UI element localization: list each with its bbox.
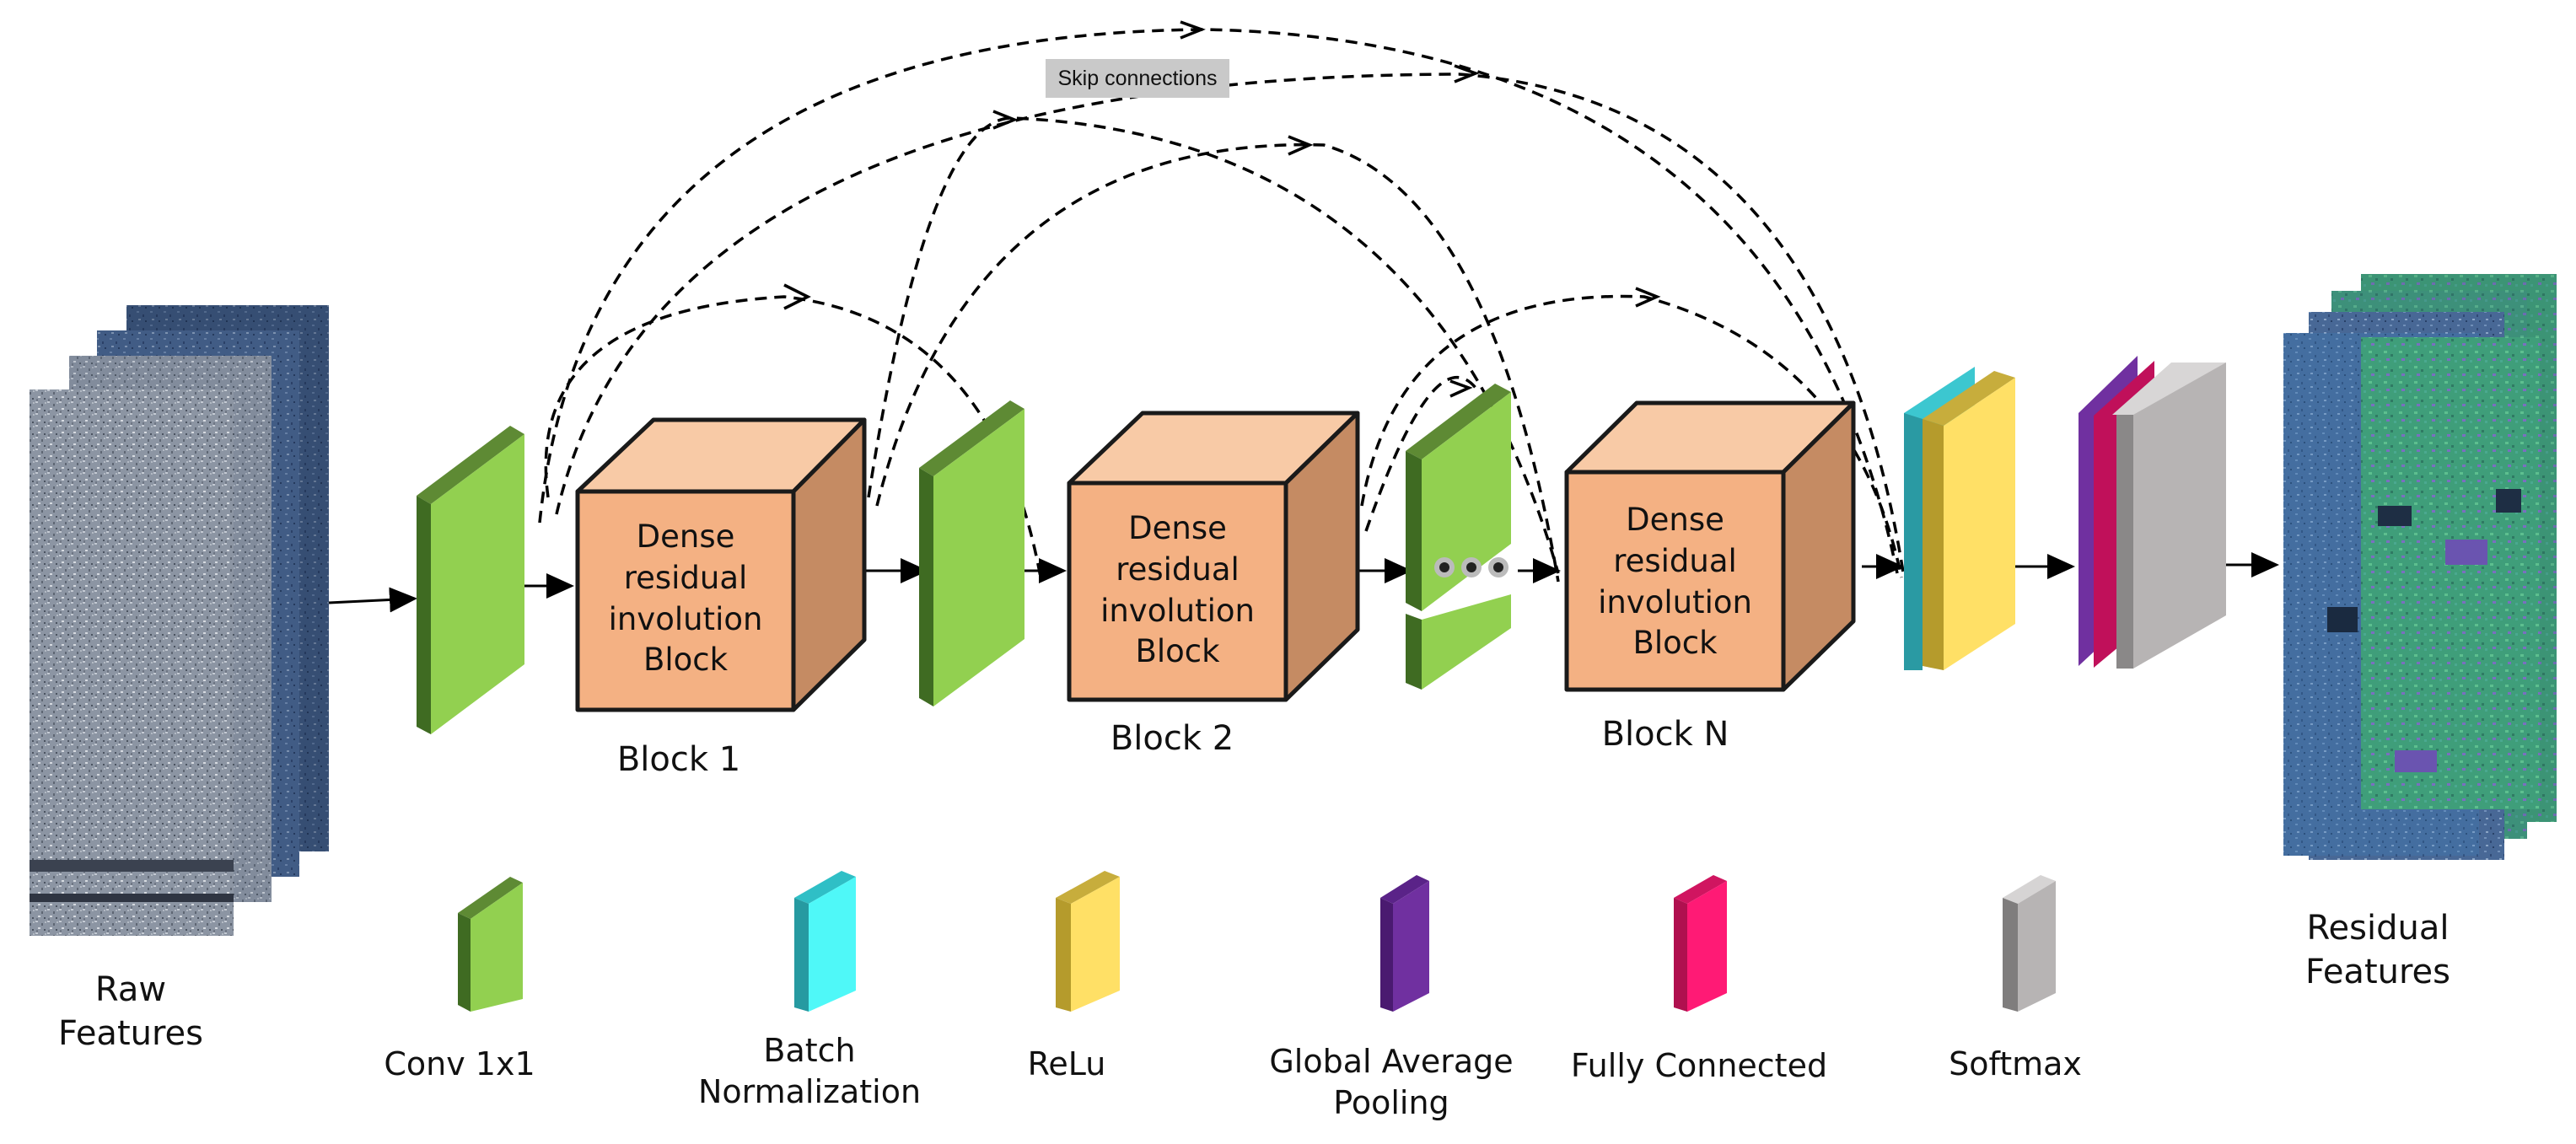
residual-features-label: Residual Features	[2277, 906, 2479, 994]
legend-pooling-line-1: Global Average	[1269, 1043, 1514, 1080]
conv-layer-2	[919, 400, 1024, 706]
legend-relu-label: ReLu	[1027, 1045, 1106, 1082]
block-n-cube	[1564, 400, 1856, 692]
block-2-line-1: Dense	[1128, 510, 1227, 546]
legend-conv-icon	[458, 877, 523, 1012]
raw-features-line-2: Features	[58, 1014, 203, 1053]
block-2-line-3: involution	[1100, 592, 1255, 629]
legend-batchnorm-line-1: Batch	[763, 1032, 856, 1069]
block-1-cube	[575, 417, 867, 712]
block-1-line-3: involution	[608, 600, 763, 637]
skip-connections	[538, 28, 1906, 583]
skip-arrowheads	[783, 20, 1661, 398]
legend-batchnorm-label: Batch Normalization	[675, 1030, 944, 1114]
legend-softmax-label: Softmax	[1949, 1045, 2082, 1082]
skip-connections-label: Skip connections	[1046, 59, 1229, 98]
block-n-line-1: Dense	[1626, 502, 1724, 538]
legend-pooling-icon	[1380, 875, 1429, 1012]
raw-features-line-1: Raw	[94, 970, 167, 1009]
block-n-caption: Block N	[1601, 715, 1729, 754]
block-n-line-4: Block	[1632, 625, 1718, 662]
block-n-line-2: residual	[1613, 542, 1737, 579]
ellipsis-dots	[1434, 557, 1508, 577]
legend-pooling-label: Global Average Pooling	[1248, 1041, 1535, 1125]
legend-pooling-line-2: Pooling	[1333, 1084, 1449, 1122]
legend-batchnorm-icon	[794, 871, 856, 1012]
legend-relu-icon	[1056, 871, 1120, 1012]
block-1-caption: Block 1	[616, 740, 741, 779]
block-2-cube	[1067, 411, 1360, 702]
block-1-text: Dense residual involution Block	[578, 517, 793, 681]
block-1-line-4: Block	[643, 642, 729, 679]
batchnorm-relu-layer	[1904, 367, 2015, 670]
block-2-caption: Block 2	[1110, 719, 1234, 758]
block-2-text: Dense residual involution Block	[1069, 508, 1286, 673]
gap-fc-softmax-layer	[2079, 356, 2226, 669]
block-2-line-4: Block	[1135, 633, 1220, 670]
block-1-line-1: Dense	[636, 518, 735, 555]
legend-batchnorm-line-2: Normalization	[697, 1073, 922, 1111]
block-1-line-2: residual	[623, 559, 748, 596]
raw-features-stack	[30, 305, 329, 936]
legend-softmax-icon	[2003, 875, 2056, 1012]
legend-fully-connected-icon	[1674, 875, 1727, 1012]
legend-fully-connected-label: Fully Connected	[1570, 1047, 1828, 1084]
conv-layer-3	[1406, 384, 1511, 690]
conv-layer-1	[417, 426, 524, 734]
residual-features-line-2: Features	[2305, 953, 2450, 991]
legend-conv-label: Conv 1x1	[384, 1045, 535, 1082]
block-n-line-3: involution	[1598, 583, 1752, 620]
raw-features-label: Raw Features	[34, 968, 228, 1055]
residual-features-stack	[2283, 274, 2557, 860]
block-2-line-2: residual	[1116, 551, 1240, 588]
residual-features-line-1: Residual	[2306, 909, 2450, 948]
block-n-text: Dense residual involution Block	[1567, 500, 1783, 664]
